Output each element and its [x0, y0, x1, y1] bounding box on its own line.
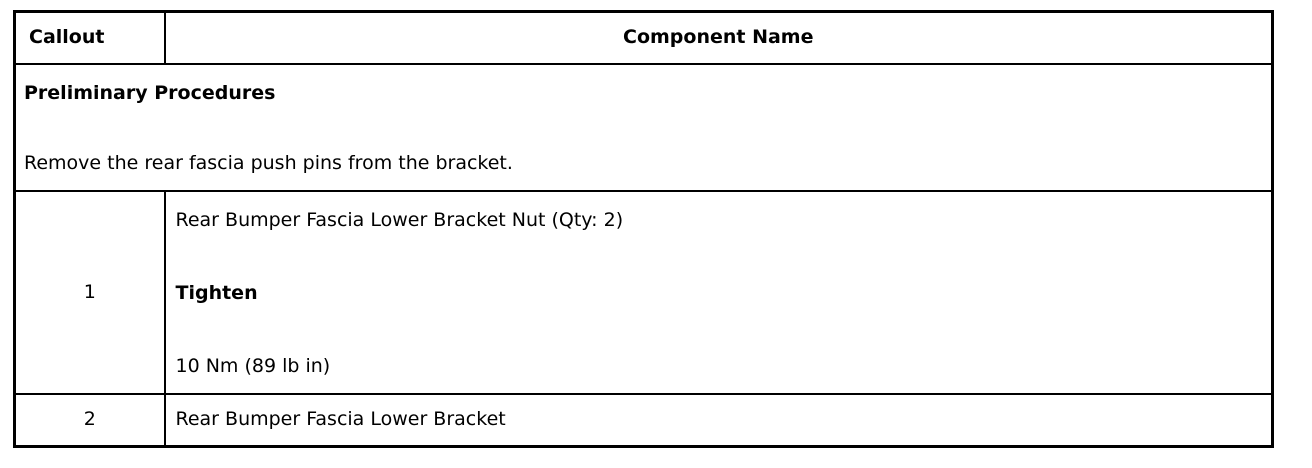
table-header-row: Callout Component Name — [13, 10, 1274, 65]
table-row: 2 Rear Bumper Fascia Lower Bracket — [13, 392, 1274, 448]
table-row: 1 Rear Bumper Fascia Lower Bracket Nut (… — [13, 189, 1274, 395]
preliminary-procedures-row: Preliminary Procedures Remove the rear f… — [13, 62, 1274, 192]
component-name-column-header: Component Name — [163, 10, 1274, 65]
preliminary-procedures-title: Preliminary Procedures — [24, 81, 276, 104]
component-name-text: Rear Bumper Fascia Lower Bracket — [175, 408, 506, 431]
document-page: Callout Component Name Preliminary Proce… — [13, 10, 1274, 448]
callout-number: 1 — [13, 189, 166, 395]
torque-spec-text: 10 Nm (89 lb in) — [175, 354, 331, 377]
component-name-text: Rear Bumper Fascia Lower Bracket Nut (Qt… — [175, 208, 624, 231]
component-detail-cell: Rear Bumper Fascia Lower Bracket — [163, 392, 1274, 448]
preliminary-instruction-text: Remove the rear fascia push pins from th… — [24, 151, 513, 174]
component-detail-cell: Rear Bumper Fascia Lower Bracket Nut (Qt… — [163, 189, 1274, 395]
component-callout-table: Callout Component Name Preliminary Proce… — [13, 10, 1274, 448]
callout-number: 2 — [13, 392, 166, 448]
preliminary-cell: Preliminary Procedures Remove the rear f… — [13, 62, 1274, 192]
callout-column-header: Callout — [13, 10, 166, 65]
tighten-action-label: Tighten — [175, 281, 258, 304]
